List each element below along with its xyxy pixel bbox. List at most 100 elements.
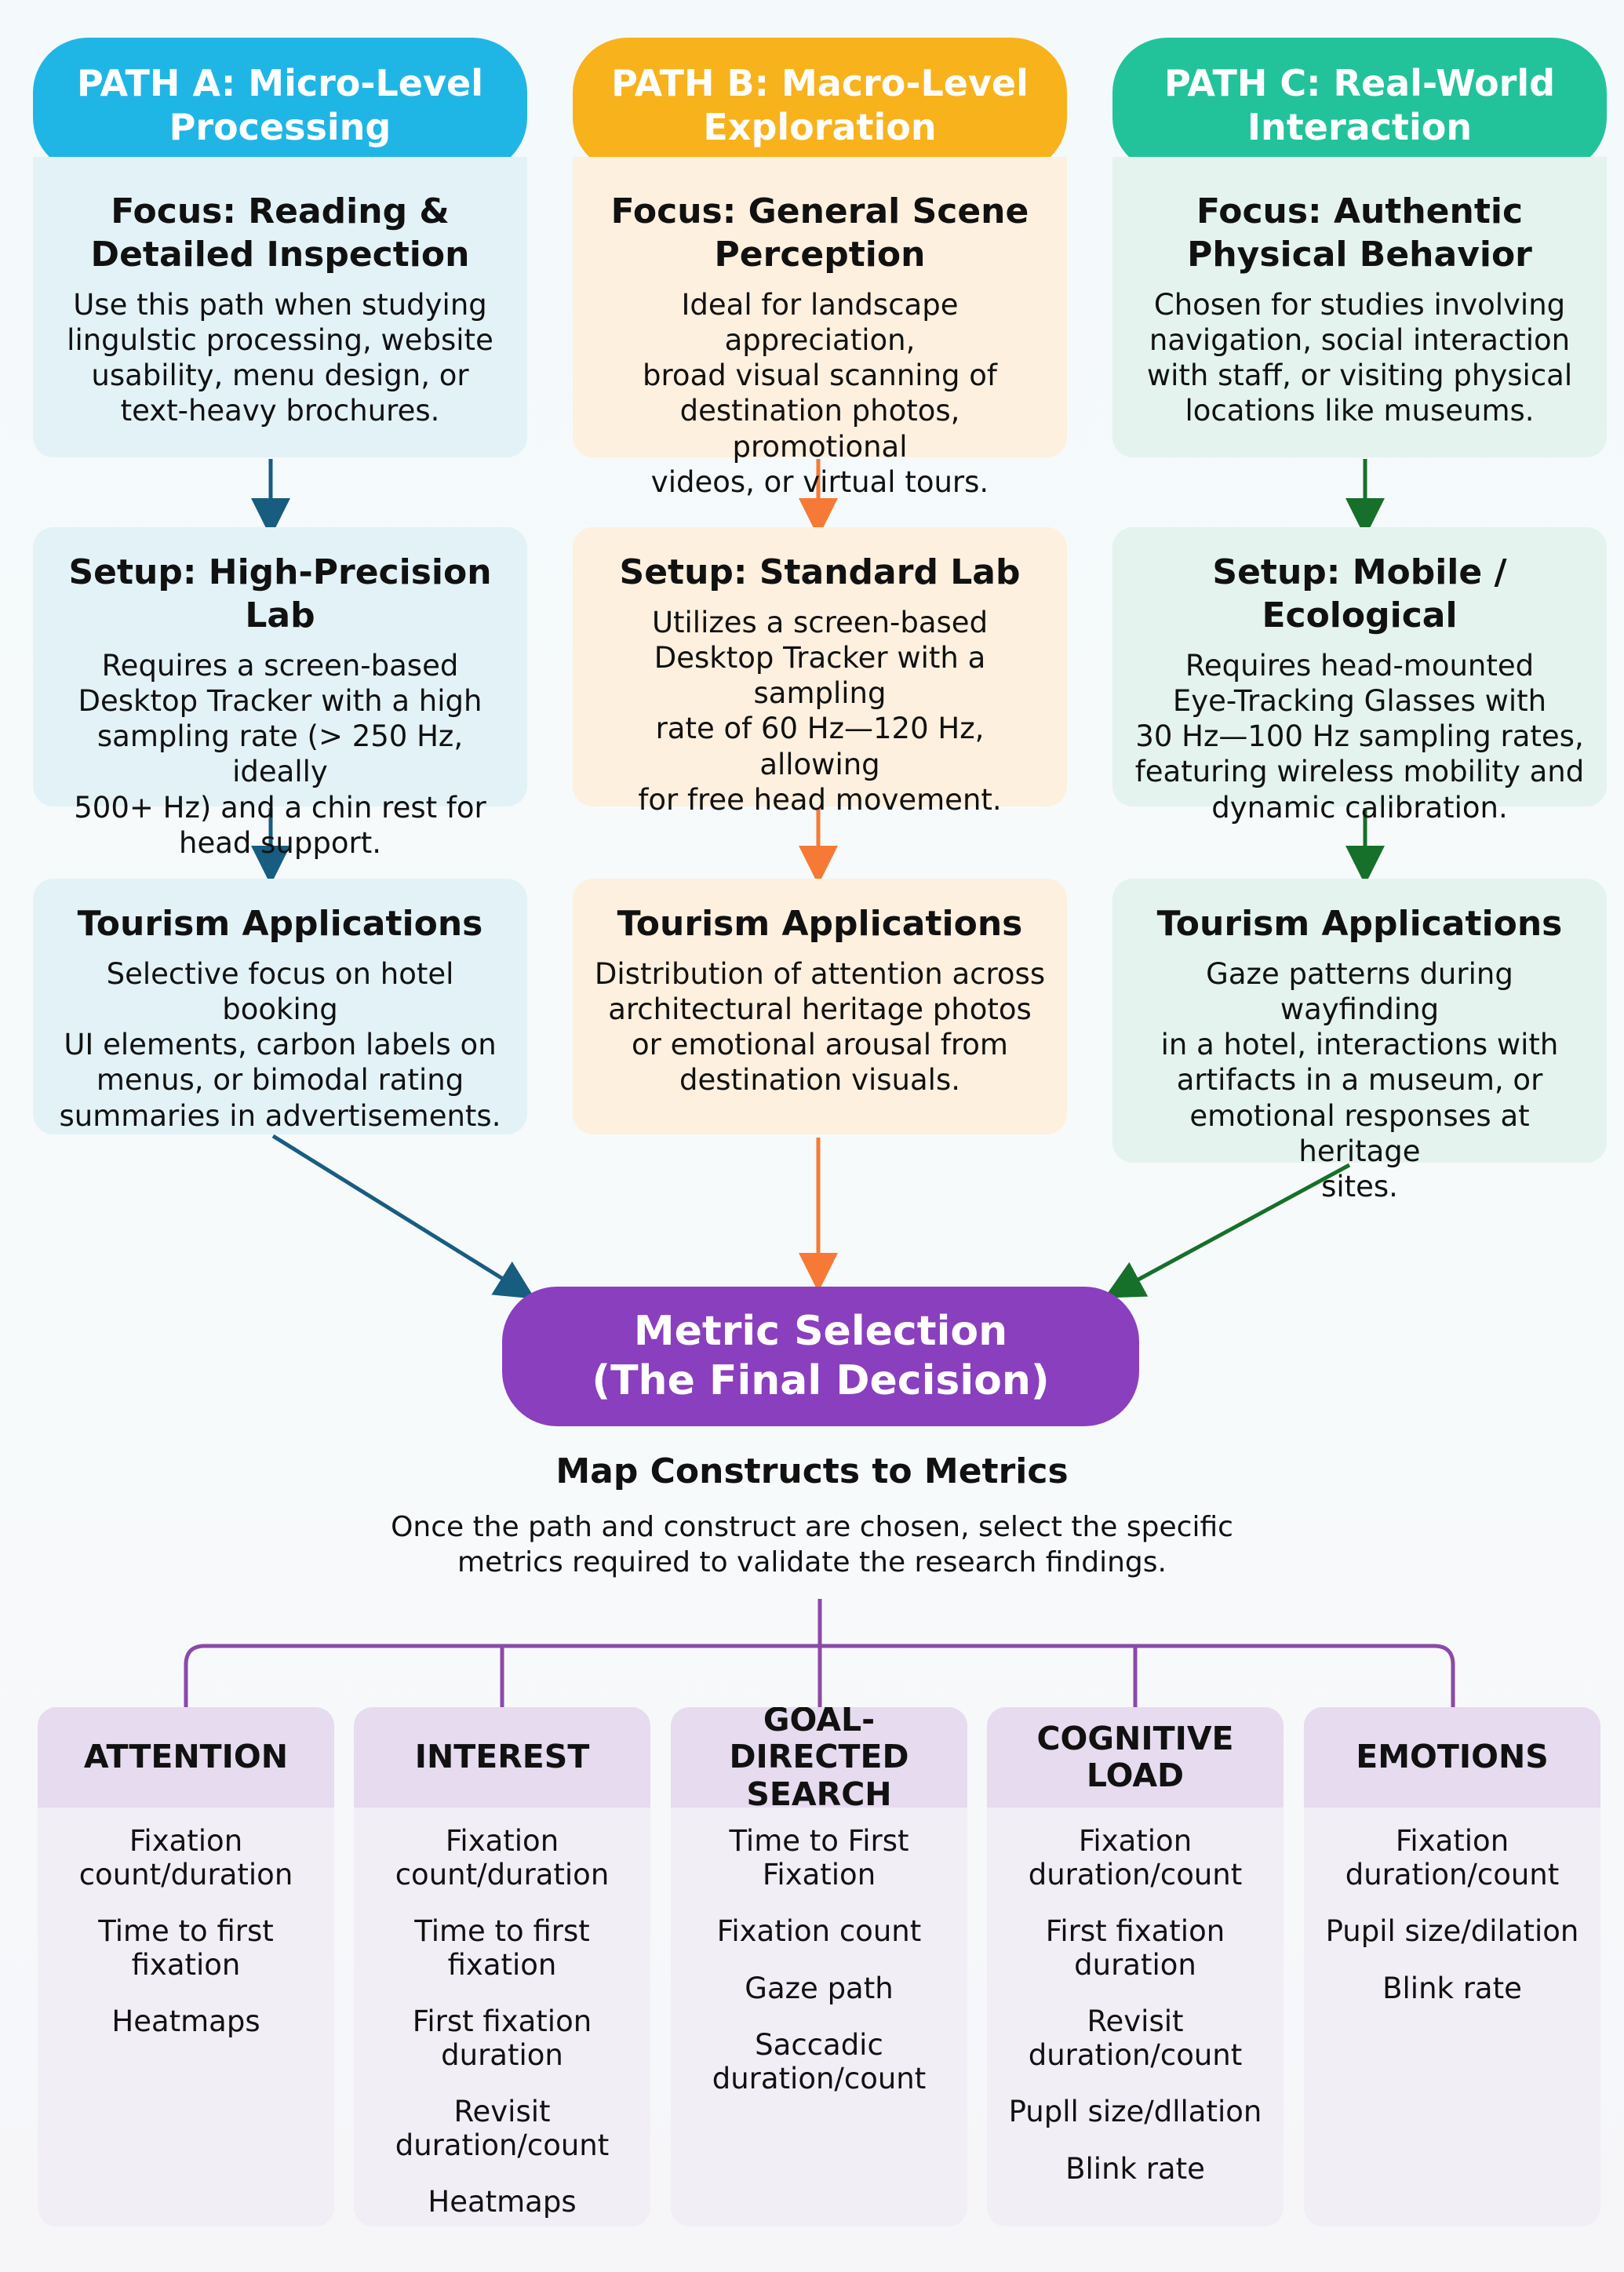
construct-title: ATTENTION	[38, 1707, 334, 1808]
path-c-apps-line: in a hotel, interactions with	[1160, 1028, 1559, 1062]
metric-item: Fixation duration/count	[1345, 1824, 1560, 1892]
path-c-focus-box: Focus: Authentic Physical Behavior Chose…	[1112, 157, 1607, 457]
path-b-setup-line: rate of 60 Hz—120 Hz, allowing	[655, 712, 985, 781]
map-constructs-desc-line1: Once the path and construct are chosen, …	[391, 1511, 1233, 1543]
metric-item: Time to first fixation	[414, 1914, 590, 1982]
metric-item: Time to first fixation	[98, 1914, 274, 1982]
path-c-setup-line: dynamic calibration.	[1211, 790, 1508, 825]
path-a-title-line2: Processing	[169, 106, 391, 148]
metric-item: First fixation duration	[1045, 1914, 1225, 1982]
path-a-apps-body: Selective focus on hotel booking UI elem…	[53, 956, 507, 1134]
path-b-apps-title: Tourism Applications	[617, 904, 1023, 944]
arrow-c-to-decision	[1104, 1163, 1351, 1298]
path-a-setup-line: sampling rate (> 250 Hz, ideally	[96, 719, 464, 789]
path-c-setup-box: Setup: Mobile / Ecological Requires head…	[1112, 527, 1607, 825]
construct-title: INTEREST	[354, 1707, 650, 1808]
path-b-apps-body: Distribution of attention across archite…	[593, 956, 1047, 1098]
construct-goal-directed-search: GOAL-DIRECTED SEARCH Time to First Fixat…	[671, 1707, 967, 2226]
path-b-title-line1: PATH B: Macro-Level	[611, 61, 1029, 104]
path-b-title-line2: Exploration	[703, 106, 937, 148]
path-b-apps-line: or emotional arousal from	[632, 1028, 1008, 1062]
metric-item: Time to First Fixation	[729, 1824, 909, 1892]
metric-item: Fixation duration/count	[1028, 1824, 1243, 1892]
metric-selection-line1: Metric Selection	[633, 1307, 1008, 1355]
path-c-focus-line: locations like museums.	[1185, 394, 1535, 428]
path-b-setup-line: Desktop Tracker with a sampling	[654, 641, 986, 711]
path-c-focus-line: Chosen for studies involving	[1153, 288, 1566, 322]
path-b-focus-line: Ideal for landscape appreciation,	[681, 288, 959, 358]
path-a-apps-title: Tourism Applications	[77, 904, 483, 944]
path-b-setup-line: Utilizes a screen-based	[651, 606, 989, 639]
metric-list: Fixation duration/count First fixation d…	[987, 1808, 1284, 2186]
path-b-setup-body: Utilizes a screen-based Desktop Tracker …	[593, 605, 1047, 817]
metric-tree-connector	[184, 1599, 1455, 1707]
construct-attention: ATTENTION Fixation count/duration Time t…	[38, 1707, 334, 2226]
metric-item: Pupll size/dllation	[1008, 2095, 1262, 2129]
metric-item: Fixation count/duration	[395, 1824, 610, 1892]
metric-item: Saccadic duration/count	[712, 2028, 927, 2095]
metric-item: Blink rate	[1382, 1971, 1522, 2005]
path-b-focus-line: destination photos, promotional	[679, 394, 960, 464]
path-c-focus-line: navigation, social interaction	[1149, 323, 1571, 358]
construct-cognitive-load: COGNITIVE LOAD Fixation duration/count F…	[987, 1707, 1284, 2226]
path-c-setup-line: Requires head-mounted	[1185, 649, 1535, 683]
path-a-setup-title: Setup: High-Precision Lab	[68, 552, 492, 635]
path-c-setup-line: featuring wireless mobility and	[1134, 755, 1585, 789]
path-b-focus-line: broad visual scanning of	[643, 359, 997, 393]
path-c-pill: PATH C: Real-World Interaction	[1112, 38, 1607, 173]
path-c-setup-line: 30 Hz—100 Hz sampling rates,	[1135, 719, 1584, 754]
metric-item: Revisit duration/count	[1028, 2004, 1243, 2072]
map-constructs-description: Once the path and construct are chosen, …	[0, 1509, 1624, 1580]
metric-selection-pill: Metric Selection (The Final Decision)	[502, 1287, 1139, 1426]
metric-item: Fixation count	[716, 1914, 922, 1949]
path-b-setup-line: for free head movement.	[638, 782, 1002, 817]
path-a-setup-line: Desktop Tracker with a high	[78, 684, 482, 719]
metric-item: Pupil size/dilation	[1325, 1914, 1579, 1949]
path-c-focus-title-line2: Physical Behavior	[1187, 235, 1532, 275]
path-c-focus-body: Chosen for studies involving navigation,…	[1133, 287, 1586, 429]
path-c-apps-line: sites.	[1321, 1169, 1398, 1203]
path-c-focus-title: Focus: Authentic Physical Behavior	[1133, 190, 1586, 276]
path-b-focus-title-line2: Perception	[714, 235, 926, 275]
path-a-setup-body: Requires a screen-based Desktop Tracker …	[53, 648, 507, 861]
path-a-apps-line: summaries in advertisements.	[59, 1098, 501, 1133]
metric-item: Revisit duration/count	[395, 2095, 610, 2162]
path-a-focus-title-line2: Detailed Inspection	[90, 235, 470, 275]
path-c-setup-body: Requires head-mounted Eye-Tracking Glass…	[1133, 648, 1586, 825]
path-c-apps-box: Tourism Applications Gaze patterns durin…	[1112, 879, 1607, 1203]
path-c-focus-title-line1: Focus: Authentic	[1196, 191, 1524, 231]
metric-list: Fixation count/duration Time to first fi…	[38, 1808, 334, 2039]
path-b-focus-title-line1: Focus: General Scene	[610, 191, 1029, 231]
path-c-apps-line: Gaze patterns during wayfinding	[1206, 957, 1513, 1027]
path-c-setup-title: Setup: Mobile / Ecological	[1212, 552, 1507, 635]
metric-item: Heatmaps	[111, 2004, 260, 2039]
path-a-setup-line: head support.	[179, 825, 381, 860]
metric-item: Heatmaps	[428, 2185, 577, 2219]
path-a-focus-line: Use this path when studying	[73, 288, 487, 322]
metric-list: Fixation duration/count Pupil size/dilat…	[1304, 1808, 1600, 2005]
path-a-pill: PATH A: Micro-Level Processing	[33, 38, 527, 173]
path-b-focus-line: videos, or virtual tours.	[650, 464, 989, 499]
path-b-focus-body: Ideal for landscape appreciation, broad …	[593, 287, 1047, 500]
metric-selection-line2: (The Final Decision)	[592, 1357, 1050, 1404]
metric-item: Gaze path	[745, 1971, 894, 2005]
map-constructs-desc-line2: metrics required to validate the researc…	[457, 1546, 1167, 1578]
path-b-focus-box: Focus: General Scene Perception Ideal fo…	[573, 157, 1067, 499]
path-b-setup-title: Setup: Standard Lab	[619, 552, 1021, 592]
path-b-apps-line: architectural heritage photos	[608, 992, 1032, 1027]
construct-title: GOAL-DIRECTED SEARCH	[671, 1707, 967, 1812]
metric-item: Fixation count/duration	[78, 1824, 293, 1892]
path-a-setup-line: 500+ Hz) and a chin rest for	[74, 790, 486, 825]
metric-item: Blink rate	[1065, 2151, 1205, 2186]
path-a-title-line1: PATH A: Micro-Level	[77, 61, 483, 104]
construct-emotions: EMOTIONS Fixation duration/count Pupil s…	[1304, 1707, 1600, 2226]
construct-title: COGNITIVE LOAD	[987, 1707, 1284, 1808]
path-a-setup-box: Setup: High-Precision Lab Requires a scr…	[33, 527, 527, 860]
metric-list: Fixation count/duration Time to first fi…	[354, 1808, 650, 2219]
path-c-title-line1: PATH C: Real-World	[1163, 61, 1556, 104]
path-c-setup-line: Eye-Tracking Glasses with	[1172, 684, 1547, 719]
metric-list: Time to First Fixation Fixation count Ga…	[671, 1808, 967, 2095]
path-a-apps-box: Tourism Applications Selective focus on …	[33, 879, 527, 1134]
path-b-apps-line: Distribution of attention across	[594, 957, 1046, 991]
